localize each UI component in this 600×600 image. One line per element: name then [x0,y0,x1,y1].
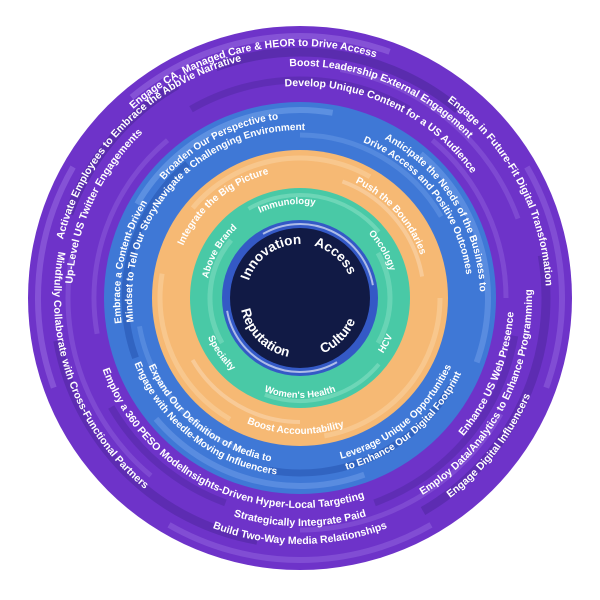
green-accent-arc [375,251,393,345]
purple-accent-arc [91,138,170,335]
blue-accent-arc [269,383,455,477]
purple-accent-arc [430,138,509,299]
orange-accent-arc [157,273,232,422]
ring-accents [35,33,565,563]
purple-accent-arc [214,47,462,114]
blue-accent-arc [418,151,491,364]
purple-accent-arc [129,33,391,100]
green-accent-arc [264,362,381,403]
core-accent-arc [262,223,374,286]
purple-accent-arc [65,257,153,478]
purple-accent-arc [35,165,76,389]
purple-accent-arc [524,165,565,389]
purple-accent-arc [420,254,551,515]
blue-accent-arc [153,416,366,489]
blue-accent-arc [137,325,246,454]
orange-accent-arc [190,155,372,210]
purple-accent-arc [64,81,180,216]
blue-accent-arc [299,132,444,218]
green-accent-arc [207,238,233,345]
purple-accent-arc [189,76,411,113]
purple-accent-arc [167,522,433,563]
core-center [230,228,370,368]
blue-accent-arc [134,107,334,206]
orange-accent-arc [190,358,301,424]
core-accent-arc [226,310,338,373]
purple-accent-arc [339,67,521,220]
purple-accent-arc [108,405,227,507]
purple-accent-arc [53,339,259,545]
green-accent-arc [247,193,381,234]
blue-accent-arc [121,161,190,360]
orange-accent-arc [323,297,443,439]
purple-accent-arc [373,335,519,507]
orange-accent-arc [341,179,425,277]
purple-accent-arc [299,412,504,533]
